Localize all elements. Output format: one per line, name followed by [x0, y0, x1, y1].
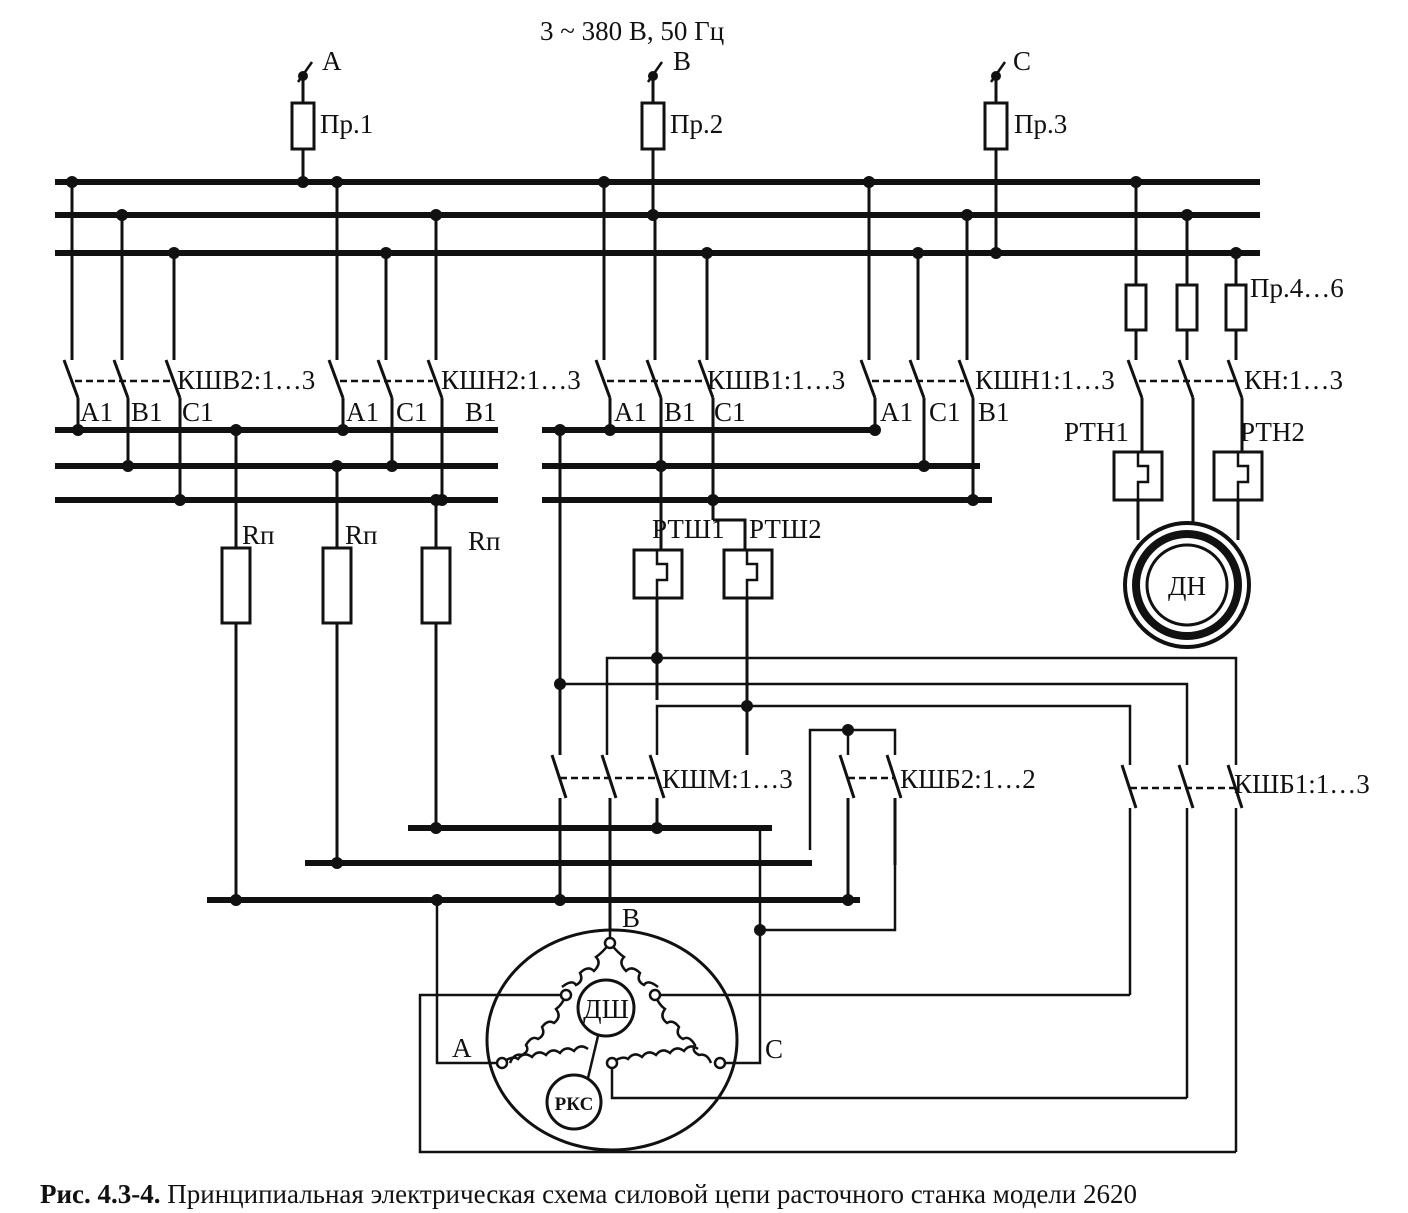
spindle-thermal-relays: РТШ1 РТШ2 — [632, 466, 822, 755]
terminal-c-label: C — [765, 1034, 783, 1064]
figure-number: Рис. 4.3-4. — [40, 1179, 161, 1209]
kshn2-label: КШН2:1…3 — [441, 365, 581, 395]
kshb1-label: КШБ1:1…3 — [1234, 769, 1370, 799]
fuse-pr1 — [290, 101, 316, 151]
g2-label-c1: C1 — [396, 397, 428, 427]
resistor-rp-1 — [220, 546, 252, 625]
kn-label: КН:1…3 — [1244, 365, 1343, 395]
fuse-pr1-label: Пр.1 — [320, 109, 373, 139]
fuse-pr4 — [1124, 283, 1148, 332]
pump-motor-circuit: Пр.4…6 КН:1…3 РТН1 РТН2 ДН — [1064, 273, 1344, 649]
g1-label-b1: B1 — [131, 397, 163, 427]
motor-dsh-housing — [485, 928, 739, 1152]
rtn2-label: РТН2 — [1240, 417, 1305, 447]
kshn1-label: КШН1:1…3 — [975, 365, 1115, 395]
main-busbars — [55, 176, 1260, 259]
contactor-kshm: КШМ:1…3 — [550, 754, 793, 930]
rtsh2-label: РТШ2 — [749, 514, 822, 544]
g3-label-b1: B1 — [664, 397, 696, 427]
kshv2-label: КШВ2:1…3 — [177, 365, 315, 395]
terminal-b-label: B — [622, 903, 640, 933]
contactor-kshb1: КШБ1:1…3 — [1120, 764, 1370, 1152]
contactor-kshv2: КШВ2:1…3 A1 B1 C1 — [62, 359, 315, 500]
phase-a-label: A — [322, 46, 342, 76]
resistor-rp-2 — [321, 546, 353, 625]
speed-relay-rks — [545, 1073, 603, 1131]
bus-taps — [66, 176, 1242, 360]
phase-b-label: B — [673, 46, 691, 76]
kshm-label: КШМ:1…3 — [662, 764, 793, 794]
figure-title: Принципиальная электрическая схема силов… — [161, 1179, 1137, 1209]
rtsh1-label: РТШ1 — [652, 514, 725, 544]
fuse-pr3-label: Пр.3 — [1014, 109, 1067, 139]
winding-switch-wiring — [554, 430, 1238, 850]
motor-dsh-label: ДШ — [583, 994, 629, 1024]
rtn1-label: РТН1 — [1064, 417, 1129, 447]
fuse-pr3 — [983, 101, 1009, 151]
resistor-rp-3-label: Rп — [468, 526, 500, 556]
g3-label-a1: A1 — [614, 397, 647, 427]
contactor-kshn1: КШН1:1…3 A1 C1 B1 — [859, 359, 1115, 500]
fuse-pr2 — [640, 101, 666, 151]
starting-resistors: Rп Rп Rп — [220, 430, 500, 900]
fuse-pr6 — [1224, 283, 1248, 332]
lower-busbars — [207, 822, 897, 936]
fuse-pr5 — [1175, 283, 1199, 332]
g4-label-b1: B1 — [978, 397, 1010, 427]
contactor-kshb2: КШБ2:1…2 — [838, 754, 1036, 900]
g4-label-c1: C1 — [929, 397, 961, 427]
motor-dn-label: ДН — [1168, 571, 1206, 601]
figure-caption: Рис. 4.3-4. Принципиальная электрическая… — [40, 1179, 1137, 1209]
spindle-motor-dsh: ДШ РКС A B C — [418, 900, 1236, 1154]
g1-label-c1: C1 — [182, 397, 214, 427]
g2-label-a1: A1 — [346, 397, 379, 427]
kshb2-label: КШБ2:1…2 — [900, 764, 1036, 794]
g1-label-a1: A1 — [80, 397, 113, 427]
resistor-rp-2-label: Rп — [345, 520, 377, 550]
contactor-kshv1: КШВ1:1…3 A1 B1 C1 — [594, 359, 845, 500]
g4-label-a1: A1 — [880, 397, 913, 427]
supply-label: 3 ~ 380 В, 50 Гц — [540, 16, 724, 46]
resistor-rp-1-label: Rп — [242, 520, 274, 550]
supply-phase-a: A Пр.1 — [290, 46, 373, 182]
speed-relay-rks-label: РКС — [555, 1094, 594, 1115]
secondary-busbars-left — [55, 424, 498, 506]
supply-phase-c: C Пр.3 — [983, 46, 1067, 253]
fuse-pr4-6-label: Пр.4…6 — [1250, 273, 1344, 303]
g2-label-b1: B1 — [465, 397, 497, 427]
g3-label-c1: C1 — [714, 397, 746, 427]
resistor-rp-3 — [420, 546, 452, 625]
phase-c-label: C — [1013, 46, 1031, 76]
terminal-a-label: A — [452, 1033, 472, 1063]
motor-dsh-symbol — [576, 978, 636, 1038]
supply-phase-b: B Пр.2 — [640, 46, 723, 215]
fuse-pr2-label: Пр.2 — [670, 109, 723, 139]
kshv1-label: КШВ1:1…3 — [707, 365, 845, 395]
